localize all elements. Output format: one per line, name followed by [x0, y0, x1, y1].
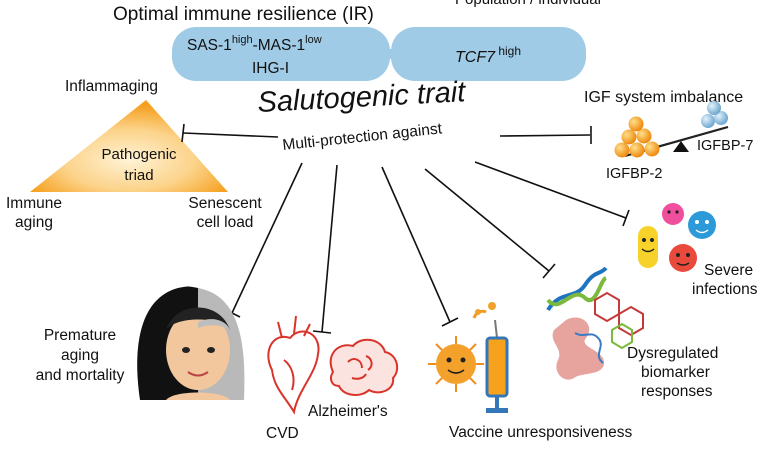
igf-title: IGF system imbalance: [584, 89, 743, 106]
population-label: Population / individual: [455, 0, 601, 8]
dysreg-line1: Dysregulated: [627, 345, 718, 362]
ir-pills: [172, 27, 586, 81]
premature-line1: Premature: [44, 327, 116, 344]
salutogenic-trait-title: Salutogenic trait: [257, 76, 468, 119]
dysreg-line3: responses: [641, 383, 713, 400]
vaccine-label: Vaccine unresponsiveness: [449, 424, 632, 441]
inhibit-biomarker: [424, 168, 550, 272]
heart-icon: [267, 315, 320, 415]
pill-right-tcf7: TCF7 high: [455, 44, 521, 66]
igfbp7-label: IGFBP-7: [697, 138, 753, 154]
triad-right-line1: Senescent: [188, 195, 262, 212]
inhibit-vaccine-bar: [441, 317, 459, 327]
microbes-icon: [638, 203, 716, 272]
premature-line2: aging: [61, 347, 99, 364]
inhibit-cvd-alz: [321, 164, 338, 333]
severe-line1: Severe: [704, 262, 753, 279]
igfbp2-label: IGFBP-2: [606, 166, 662, 182]
syringe-icon: [472, 302, 509, 413]
cvd-label: CVD: [266, 425, 299, 442]
inhibit-triad-bar: [181, 123, 185, 143]
multi-protection-label: Multi-protection against: [282, 120, 444, 154]
aging-face-icon: [137, 286, 245, 400]
triad-right-line2: cell load: [197, 214, 254, 231]
biomarker-icon: [546, 266, 644, 380]
igf-seesaw-icon: [614, 101, 729, 158]
pathogenic-triad-triangle: [30, 100, 228, 192]
inhibit-infections-bar: [622, 209, 630, 227]
inhibit-cvd-alz-bar: [312, 330, 332, 334]
premature-line3: and mortality: [36, 367, 125, 384]
alzheimers-label: Alzheimer's: [308, 403, 388, 420]
triad-left-line2: aging: [15, 214, 53, 231]
dysreg-line2: biomarker: [641, 364, 710, 381]
pill-left-ihg: IHG-I: [252, 60, 289, 77]
triad-center-line1: Pathogenic: [101, 146, 177, 163]
pill-connector: [383, 49, 397, 59]
inhibit-biomarker-bar: [542, 263, 556, 279]
virus-icon: [428, 336, 484, 392]
triad-left-line1: Immune: [6, 195, 62, 212]
inhibit-triad: [182, 132, 279, 138]
pill-left-markers: SAS-1high-MAS-1low: [187, 34, 322, 54]
triad-center-line2: triad: [124, 167, 153, 184]
pill-right: [391, 27, 586, 81]
inhibit-igf: [499, 134, 591, 137]
triad-top-label: Inflammaging: [65, 78, 158, 95]
pill-left: [172, 27, 390, 81]
inhibit-vaccine: [381, 166, 451, 323]
severe-line2: infections: [692, 281, 758, 298]
header-title: Optimal immune resilience (IR): [113, 4, 374, 25]
inhibit-premature: [231, 162, 303, 314]
inhibit-infections: [474, 161, 627, 219]
brain-icon: [329, 338, 399, 396]
